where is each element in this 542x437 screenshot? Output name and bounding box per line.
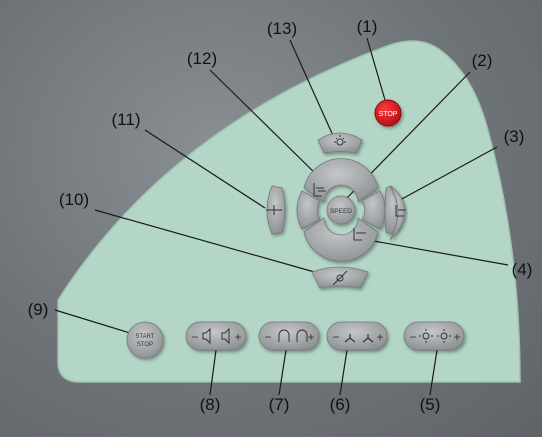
- leader-line-7: [278, 349, 287, 396]
- start-label: START: [135, 334, 154, 340]
- side-right-button-body[interactable]: [389, 185, 406, 241]
- brightness-pill[interactable]: − +: [403, 321, 465, 351]
- direction-pad: SPEED: [296, 158, 386, 262]
- callout-7: (7): [268, 395, 290, 414]
- mute-light-icon: [332, 270, 348, 286]
- bottom-mute-button[interactable]: [311, 266, 369, 289]
- fan-minus[interactable]: −: [332, 330, 339, 344]
- leader-line-8: [209, 349, 217, 396]
- chair-position-up-icon: [313, 183, 326, 197]
- callout-2: (2): [471, 51, 493, 70]
- callout-1: (1): [356, 17, 378, 36]
- brightness-minus[interactable]: −: [409, 330, 416, 344]
- callout-6: (6): [329, 395, 351, 414]
- callout-4: (4): [511, 260, 533, 279]
- chair-position-down-icon: [353, 228, 366, 241]
- callout-11: (11): [111, 110, 141, 129]
- leader-line-10: [94, 209, 326, 276]
- fan-pill[interactable]: − +: [326, 321, 388, 351]
- leader-line-5: [429, 349, 438, 396]
- volume-pill[interactable]: − +: [185, 321, 247, 351]
- start-stop-button[interactable]: START STOP: [126, 321, 164, 359]
- pad-left-button[interactable]: [296, 190, 321, 230]
- callout-3: (3): [503, 127, 525, 146]
- recline-icon: [395, 205, 406, 217]
- callout-9: (9): [27, 300, 49, 319]
- pad-right-button[interactable]: [361, 190, 386, 230]
- leader-line-6: [339, 349, 348, 396]
- leader-line-12: [209, 69, 321, 179]
- leader-line-9: [54, 309, 131, 334]
- volume-plus[interactable]: +: [234, 330, 241, 344]
- pad-down-button[interactable]: [303, 217, 379, 262]
- leader-line-4: [367, 239, 509, 266]
- leader-lines: [54, 37, 509, 396]
- leader-line-3: [399, 146, 498, 201]
- callout-5: (5): [419, 395, 441, 414]
- callout-8: (8): [199, 395, 221, 414]
- headphone-plus[interactable]: +: [307, 330, 314, 344]
- volume-minus[interactable]: −: [191, 330, 198, 344]
- leader-line-11: [144, 129, 266, 209]
- headphone-icon: [278, 329, 308, 342]
- leader-line-13: [289, 39, 336, 141]
- headphone-minus[interactable]: −: [264, 330, 271, 344]
- panel-surface: [57, 40, 521, 383]
- light-button[interactable]: [317, 132, 363, 154]
- fan-plus[interactable]: +: [376, 330, 383, 344]
- callout-13: (13): [266, 19, 298, 38]
- speaker-icon: [202, 327, 230, 345]
- stop-button[interactable]: STOP: [374, 99, 402, 127]
- headphone-pill[interactable]: − +: [258, 321, 320, 351]
- callout-10: (10): [58, 190, 90, 209]
- brightness-icon: [419, 329, 451, 343]
- callout-12: (12): [186, 49, 218, 68]
- stop-label: STOP: [379, 111, 398, 118]
- speed-button[interactable]: SPEED: [326, 195, 356, 225]
- leader-line-1: [366, 37, 386, 101]
- light-icon: [334, 135, 346, 146]
- fan-icon: [344, 334, 374, 343]
- horizontal-move-icon: [266, 205, 282, 215]
- stop-sub-label: STOP: [137, 342, 153, 348]
- side-left-button[interactable]: [266, 185, 286, 235]
- speed-label: SPEED: [330, 208, 352, 215]
- brightness-plus[interactable]: +: [453, 330, 460, 344]
